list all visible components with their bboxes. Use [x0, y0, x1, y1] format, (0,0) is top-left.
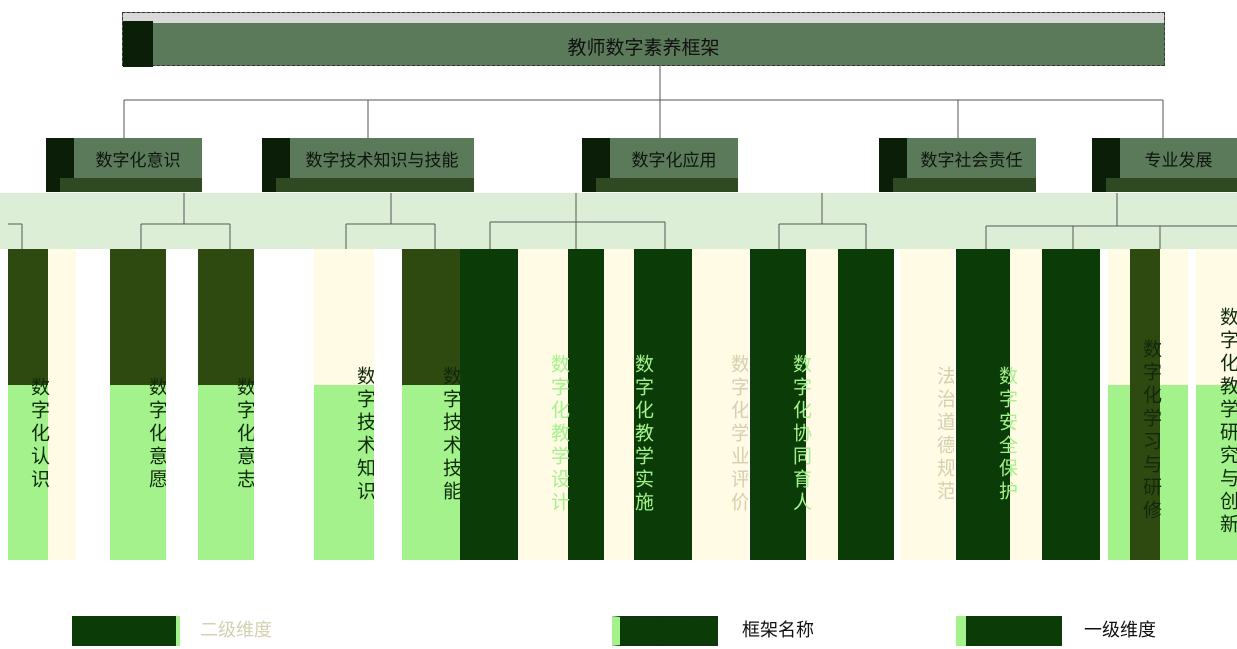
level2-connector-band	[0, 193, 1237, 249]
l1-shadow	[596, 178, 738, 192]
l2-highlight	[806, 249, 838, 560]
legend-swatch-framework	[612, 616, 718, 646]
l2-label: 数字技术知识	[354, 365, 374, 504]
l2-lower	[198, 385, 254, 560]
l2-label: 数字化学业评价	[728, 354, 748, 515]
framework-title: 教师数字素养框架	[567, 36, 720, 59]
l2-label: 法治道德规范	[934, 365, 954, 504]
l2-upper	[314, 249, 374, 385]
l2-box-academic-evaluation: 数字化学业评价	[692, 249, 748, 560]
l1-box-professional-development: 专业发展	[1092, 138, 1237, 192]
l2-box-will: 数字化意志	[198, 249, 254, 560]
l2-box-tech-knowledge: 数字技术知识	[314, 249, 374, 560]
legend-label-primary: 一级维度	[1084, 620, 1156, 641]
legend-swatch-primary	[956, 616, 1062, 646]
l2-stripe	[1130, 249, 1160, 560]
legend-swatch-secondary	[72, 616, 180, 646]
l1-box-knowledge-skills: 数字技术知识与技能	[262, 138, 474, 192]
l1-shadow	[893, 178, 1036, 192]
l2-lower	[110, 385, 166, 560]
l1-label: 数字技术知识与技能	[305, 150, 459, 171]
l1-box-social-responsibility: 数字社会责任	[879, 138, 1036, 192]
l2-upper	[1196, 249, 1237, 385]
title-box-accent	[123, 21, 153, 67]
l2-lower	[900, 385, 954, 560]
l2-highlight	[604, 249, 634, 560]
l2-box-teaching-implementation: 数字化教学实施	[604, 249, 692, 560]
l2-highlight	[48, 249, 76, 560]
l2-lower	[314, 385, 374, 560]
l2-lower	[1196, 385, 1237, 560]
l2-label: 数字化意愿	[146, 377, 166, 492]
l2-upper	[198, 249, 254, 385]
l2-label: 数字化教学设计	[548, 354, 570, 515]
l2-label: 数字化协同育人	[790, 354, 812, 515]
l2-label: 数字化教学研究与创新	[1217, 306, 1237, 537]
l2-upper	[900, 249, 954, 385]
l2-box-cognition: 数字化认识	[8, 249, 76, 560]
l1-box-application: 数字化应用	[582, 138, 738, 192]
l2-highlight	[1010, 249, 1042, 560]
l1-label: 数字化应用	[631, 150, 717, 171]
l1-label: 数字化意识	[95, 150, 181, 171]
l1-shadow	[60, 178, 202, 192]
l2-upper	[402, 249, 460, 385]
l2-box-legal-ethics: 法治道德规范	[900, 249, 954, 560]
l2-lower	[402, 385, 460, 560]
l2-label: 数字技术技能	[440, 365, 460, 504]
l2-highlight	[518, 249, 568, 560]
l2-box-security-protection: 数字安全保护	[956, 249, 1100, 560]
title-box-strip	[123, 13, 1164, 23]
l2-box-willingness: 数字化意愿	[110, 249, 166, 560]
legend-label-secondary: 二级维度	[200, 620, 272, 641]
l2-label: 数字化意志	[234, 377, 254, 492]
l2-box-research-innovation: 数字化教学研究与创新	[1196, 249, 1237, 560]
l1-shadow	[276, 178, 474, 192]
framework-title-box: 教师数字素养框架	[122, 12, 1165, 67]
l2-box-collaborative-education: 数字化协同育人	[750, 249, 894, 560]
l1-box-awareness: 数字化意识	[46, 138, 202, 192]
l2-upper	[692, 249, 748, 385]
l2-upper	[110, 249, 166, 385]
l1-label: 数字社会责任	[920, 150, 1023, 171]
l2-label: 数字化认识	[28, 377, 50, 492]
l2-label: 数字化教学实施	[632, 354, 654, 515]
legend-label-framework: 框架名称	[742, 620, 814, 641]
l1-shadow	[1106, 178, 1237, 192]
l2-box-teaching-design: 数字化教学设计	[460, 249, 604, 560]
l2-label: 数字安全保护	[996, 365, 1018, 504]
l2-box-tech-skills: 数字技术技能	[402, 249, 460, 560]
l2-label: 数字化学习与研修	[1140, 338, 1162, 523]
l2-box-learning-training: 数字化学习与研修	[1108, 249, 1188, 560]
l2-lower	[692, 385, 748, 560]
l1-label: 专业发展	[1144, 150, 1213, 171]
